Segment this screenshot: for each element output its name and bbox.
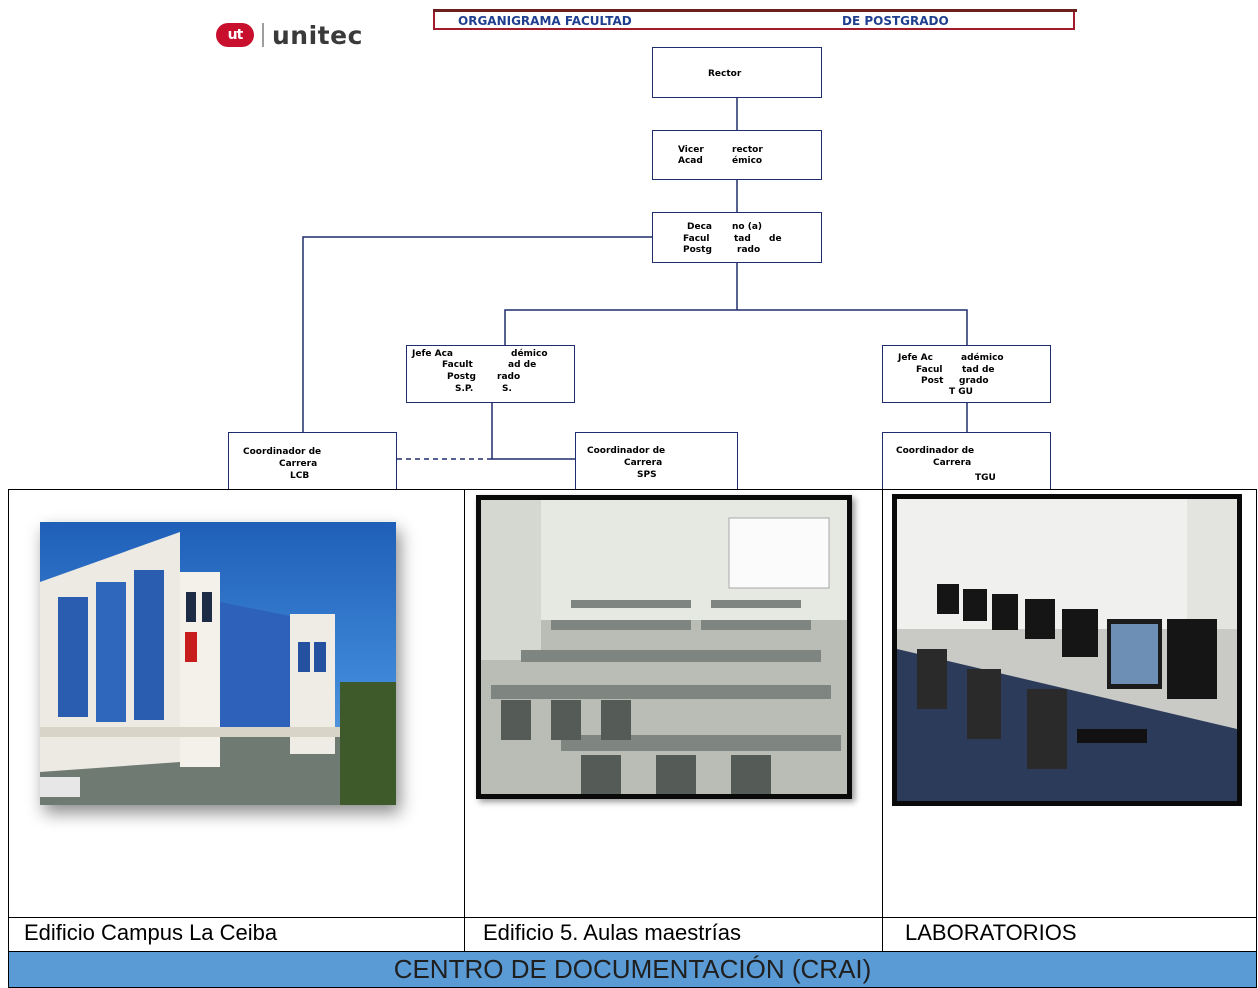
crai-banner-text: CENTRO DE DOCUMENTACIÓN (CRAI) bbox=[393, 954, 872, 984]
org-box-coord-tgu: Coordinador de Carrera TGU bbox=[882, 432, 1051, 490]
jefe-tgu-text: grado bbox=[959, 376, 989, 386]
connector-decano-lcb bbox=[302, 236, 652, 432]
connector-branch-jefes bbox=[504, 309, 968, 345]
jefe-tgu-text: Post bbox=[921, 376, 944, 386]
rector-label: Rector bbox=[708, 69, 742, 79]
jefe-sps-text: Facult bbox=[442, 360, 473, 370]
coord-lcb-text: Carrera bbox=[279, 459, 318, 469]
photo-table: Edificio Campus La Ceiba Edificio 5. Aul… bbox=[8, 489, 1257, 988]
jefe-tgu-text: T GU bbox=[949, 387, 973, 397]
vicerrector-text: rector bbox=[732, 145, 763, 155]
jefe-tgu-text: tad de bbox=[962, 365, 995, 375]
lab-photo bbox=[892, 494, 1242, 806]
caption-classroom: Edificio 5. Aulas maestrías bbox=[483, 920, 742, 945]
org-box-jefe-tgu: Jefe Ac adémico Facul tad de Post grado … bbox=[882, 345, 1051, 403]
decano-text: Deca bbox=[687, 222, 712, 232]
jefe-tgu-text: Facul bbox=[916, 365, 943, 375]
coord-tgu-text: Carrera bbox=[933, 458, 972, 468]
classroom-photo bbox=[476, 495, 852, 799]
title-right-text: DE POSTGRADO bbox=[842, 14, 949, 28]
org-box-decano: Deca no (a) Facul tad de Postg rado bbox=[652, 212, 822, 263]
jefe-tgu-text: adémico bbox=[961, 353, 1004, 363]
logo-divider bbox=[262, 23, 264, 47]
vicerrector-text: Vicer bbox=[678, 145, 704, 155]
title-left-text: ORGANIGRAMA FACULTAD bbox=[458, 14, 632, 28]
org-connectors bbox=[302, 97, 968, 460]
coord-tgu-text: Coordinador de bbox=[896, 446, 975, 456]
jefe-sps-text: rado bbox=[497, 372, 521, 382]
jefe-sps-text: ad de bbox=[508, 360, 537, 370]
jefe-sps-text: S. bbox=[502, 384, 512, 394]
decano-text: no (a) bbox=[732, 222, 763, 232]
decano-text: Postg bbox=[683, 245, 712, 255]
crai-banner: CENTRO DE DOCUMENTACIÓN (CRAI) bbox=[8, 951, 1257, 988]
jefe-sps-text: S.P. bbox=[455, 384, 474, 394]
coord-lcb-text: Coordinador de bbox=[243, 447, 322, 457]
unitec-logo-text: unitec bbox=[272, 20, 363, 50]
building-photo bbox=[40, 522, 396, 805]
decano-text: Facul bbox=[683, 234, 710, 244]
connector-jefe-sps-coord bbox=[491, 402, 575, 460]
jefe-sps-text: Postg bbox=[447, 372, 476, 382]
vicerrector-text: émico bbox=[732, 156, 763, 166]
coord-sps-text: Carrera bbox=[624, 458, 663, 468]
decano-text: rado bbox=[737, 245, 761, 255]
org-box-coord-sps: Coordinador de Carrera SPS bbox=[575, 432, 738, 490]
jefe-tgu-text: Jefe Ac bbox=[898, 353, 933, 363]
org-box-jefe-sps: Jefe Aca démico Facult ad de Postg rado … bbox=[406, 345, 575, 403]
unitec-logo: ut unitec bbox=[216, 20, 363, 50]
org-box-rector: Rector bbox=[652, 47, 822, 98]
coord-lcb-text: LCB bbox=[290, 471, 310, 481]
decano-text: de bbox=[769, 234, 782, 244]
org-box-vicerrector: Vicer rector Acad émico bbox=[652, 130, 822, 180]
title-banner bbox=[433, 9, 1077, 30]
coord-sps-text: SPS bbox=[637, 470, 657, 480]
jefe-sps-text: Jefe Aca bbox=[412, 349, 453, 359]
unitec-logo-mark: ut bbox=[216, 23, 254, 47]
coord-sps-text: Coordinador de bbox=[587, 446, 666, 456]
org-box-coord-lcb: Coordinador de Carrera LCB bbox=[228, 432, 397, 490]
caption-building: Edificio Campus La Ceiba bbox=[24, 920, 278, 945]
decano-text: tad bbox=[734, 234, 751, 244]
coord-tgu-text: TGU bbox=[975, 473, 996, 483]
jefe-sps-text: démico bbox=[511, 349, 548, 359]
vicerrector-text: Acad bbox=[678, 156, 703, 166]
caption-lab: LABORATORIOS bbox=[905, 920, 1077, 945]
